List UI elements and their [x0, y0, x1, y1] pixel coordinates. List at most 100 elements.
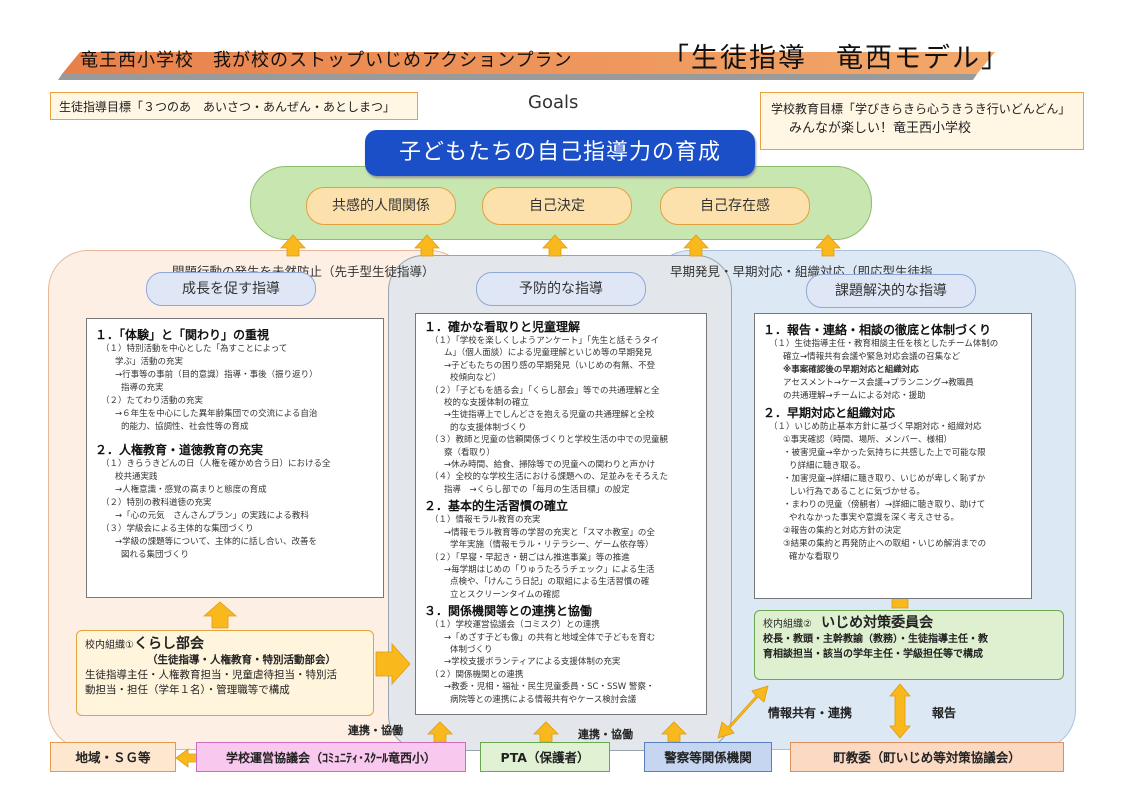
- org-left-members-2: 動担当・担任（学年１名）・管理職等で構成: [85, 684, 290, 696]
- content-line: （４）全校的な学校生活における課題への、足並みをそろえた: [430, 472, 669, 483]
- content-line: （１）生徒指導主任・教育相談主任を核としたチーム体制の: [769, 339, 999, 349]
- arrow-up-icon: [533, 721, 559, 743]
- arrow-right-icon: [375, 642, 411, 686]
- title-band-shape: [58, 52, 995, 80]
- police-box: 警察等関係機関: [644, 742, 772, 772]
- school-council-box: 学校運営協議会（ｺﾐｭﾆﾃｨ･ｽｸｰﾙ竜西小）: [196, 742, 466, 772]
- content-line: →学校支援ボランティアによる支援体制の充実: [444, 657, 621, 668]
- content-line: →人権意識・感覚の高まりと態度の育成: [115, 485, 267, 495]
- content-line: （３）教師と児童の信頼関係づくりと学校生活の中での児童観: [430, 435, 669, 446]
- section-label-preventive: 予防的な指導: [476, 272, 646, 306]
- section-heading: ３．関係機関等との連携と協働: [424, 604, 592, 619]
- pillar-self-determination: 自己決定: [482, 187, 632, 225]
- section-heading: １．確かな看取りと児童理解: [424, 320, 581, 334]
- content-line: 確立→情報共有会議や緊急対応会議の召集など: [783, 352, 961, 362]
- content-line: やれなかった事実や意識を深く考えさせる。: [789, 513, 960, 523]
- content-line: →「心の元気 さんさんプラン」の実践による教科: [115, 511, 309, 521]
- student-guidance-goal: 生徒指導目標「３つのあ あいさつ・あんぜん・あとしまつ」: [50, 92, 418, 120]
- content-line: り詳細に聴き取る。: [789, 461, 866, 471]
- content-line: 校共通実践: [115, 472, 158, 482]
- content-line: 察（看取り）: [444, 447, 496, 458]
- arrow-up-icon: [202, 601, 238, 629]
- org-right-prefix: 校内組織②: [763, 619, 812, 630]
- content-line: （２）たてわり活動の充実: [101, 396, 204, 406]
- diagonal-double-arrow-icon: [717, 685, 769, 739]
- content-left: １．「体験」と「関わり」の重視（１）特別活動を中心とした「為すことによって学ぶ」…: [86, 318, 384, 598]
- school-education-goal-line2: みんなが楽しい！竜王西小学校: [789, 121, 972, 136]
- content-line: アセスメント→ケース会議→プランニング→教職員: [783, 378, 974, 388]
- content-line: （２）「子どもを語る会」「くらし部会」等での共通理解と全: [430, 385, 660, 396]
- content-line: 確かな看取り: [789, 552, 841, 562]
- section-heading: ２．基本的生活習慣の確立: [424, 499, 569, 514]
- content-line: →「めざす子ども像」の共有と地域全体で子どもを育む: [444, 632, 656, 643]
- section-heading: １．報告・連絡・相談の徹底と体制づくり: [763, 323, 992, 337]
- content-line: 学年実施（情報モラル・リテラシー、ゲーム依存等）: [450, 540, 654, 551]
- content-line: 的能力、協調性、社会性等の育成: [121, 422, 249, 432]
- info-share-label: 情報共有・連携: [768, 706, 853, 720]
- content-line: 立とスクリーンタイムの確認: [450, 589, 560, 600]
- content-line: 校傾向など）: [450, 373, 502, 384]
- content-line: 病院等との連携による情報共有やケース検討会議: [450, 694, 637, 705]
- content-line: 図れる集団づくり: [121, 550, 190, 560]
- content-line: 指導の充実: [121, 383, 164, 393]
- content-line: ム」（個人面談）による児童理解といじめ等の早期発見: [444, 348, 652, 359]
- content-line: →学級の課題等について、主体的に話し合い、改善を: [115, 537, 317, 547]
- org-right-members-2: 育相談担当・該当の学年主任・学級担任等で構成: [763, 649, 983, 660]
- content-line: →情報モラル教育等の学習の充実と「スマホ教室」の全: [444, 527, 655, 538]
- content-line: ※事案確認後の早期対応と組織対応: [783, 365, 919, 375]
- content-line: （１）特別活動を中心とした「為すことによって: [101, 344, 288, 354]
- content-line: 学ぶ」活動の充実: [115, 357, 184, 367]
- section-heading: ２．人権教育・道徳教育の充実: [95, 443, 264, 457]
- model-name: 「生徒指導 竜西モデル」: [662, 43, 1010, 74]
- content-line: [95, 434, 375, 440]
- arrow-up-icon: [815, 234, 841, 257]
- page-title: 竜王西小学校 我が校のストップいじめアクションプラン: [80, 50, 573, 71]
- main-goal: 子どもたちの自己指導力の育成: [365, 130, 755, 176]
- school-education-goal: 学校教育目標「学びきらきら心うきうき行いどんどん」 みんなが楽しい！竜王西小学校: [760, 92, 1084, 150]
- org-left-prefix: 校内組織①: [85, 640, 134, 651]
- content-line: （１）「学校を楽しくしようアンケート」「先生と話そうタイ: [430, 336, 660, 346]
- section-label-growth: 成長を促す指導: [146, 272, 316, 306]
- content-line: ②報告の集約と対応方針の決定: [783, 526, 902, 536]
- content-line: （１）学校運営協議会（コミスク）との連携: [430, 620, 600, 631]
- coop-label-pta: 連携・協働: [578, 728, 633, 741]
- pillar-empathy: 共感的人間関係: [306, 187, 456, 225]
- content-line: →毎学期はじめの「りゅうたろうチェック」による生活: [444, 564, 655, 575]
- arrow-up-icon: [427, 721, 453, 743]
- content-line: →教委・児相・福祉・民生児童委員・SC・SSW 警察・: [444, 682, 655, 693]
- arrow-up-icon: [683, 234, 709, 257]
- org-left-subtitle: （生徒指導・人権教育・特別活動部会）: [147, 654, 336, 666]
- arrow-up-icon: [542, 234, 568, 257]
- content-line: →生徒指導上でしんどさを抱える児童の共通理解と全校: [444, 410, 655, 421]
- pta-box: PTA（保護者）: [480, 742, 610, 772]
- org-left-members-1: 生徒指導主任・人権教育担当・児童虐待担当・特別活: [85, 669, 337, 681]
- org-right-name: いじめ対策委員会: [821, 615, 934, 631]
- content-line: 校的な支援体制の確立: [444, 398, 530, 409]
- content-line: 的な支援体制づくり: [450, 422, 527, 433]
- report-label: 報告: [932, 706, 957, 720]
- content-line: （２）関係機関との連携: [430, 669, 524, 680]
- pillar-self-presence: 自己存在感: [660, 187, 810, 225]
- org-left-name: くらし部会: [133, 636, 204, 652]
- section-label-problem-solving: 課題解決的な指導: [806, 274, 976, 308]
- org-kurashi-bukai: 校内組織①くらし部会 （生徒指導・人権教育・特別活動部会） 生徒指導主任・人権教…: [76, 630, 374, 716]
- org-bullying-committee: 校内組織② いじめ対策委員会 校長・教頭・主幹教諭（教務）・生徒指導主任・教 育…: [754, 610, 1064, 680]
- arrow-up-icon: [280, 234, 306, 257]
- vertical-double-arrow-icon: [889, 683, 911, 739]
- content-line: （１）きらうきどんの日（人権を確かめ合う日）における全: [101, 459, 331, 469]
- community-sg-box: 地域・ＳＧ等: [50, 742, 176, 772]
- school-education-goal-line1: 学校教育目標「学びきらきら心うきうき行いどんどん」: [771, 102, 1071, 116]
- arrow-up-icon: [661, 721, 687, 743]
- content-line: （２）「早寝・早起き・朝ごはん推進事業」等の推進: [430, 552, 630, 563]
- content-line: 体制づくり: [450, 644, 493, 655]
- org-right-members-1: 校長・教頭・主幹教諭（教務）・生徒指導主任・教: [763, 634, 988, 645]
- arrow-up-icon: [414, 234, 440, 257]
- content-line: 指導 →くらし部での「毎月の生活目標」の設定: [444, 484, 630, 495]
- content-line: の共通理解→チームによる対応・援助: [783, 391, 926, 401]
- content-right: １．報告・連絡・相談の徹底と体制づくり （１）生徒指導主任・教育相談主任を核とした…: [754, 313, 1032, 599]
- content-line: ・加害児童→詳細に聴き取り、いじめが卑しく恥ずか: [783, 474, 986, 484]
- goals-label: Goals: [528, 92, 579, 113]
- content-line: ・被害児童→辛かった気持ちに共感した上で可能な限: [783, 448, 986, 458]
- content-line: →行事等の事前（目的意識）指導・事後（振り返り）: [115, 370, 318, 380]
- content-line: （１）いじめ防止基本方針に基づく早期対応・組織対応: [769, 422, 982, 432]
